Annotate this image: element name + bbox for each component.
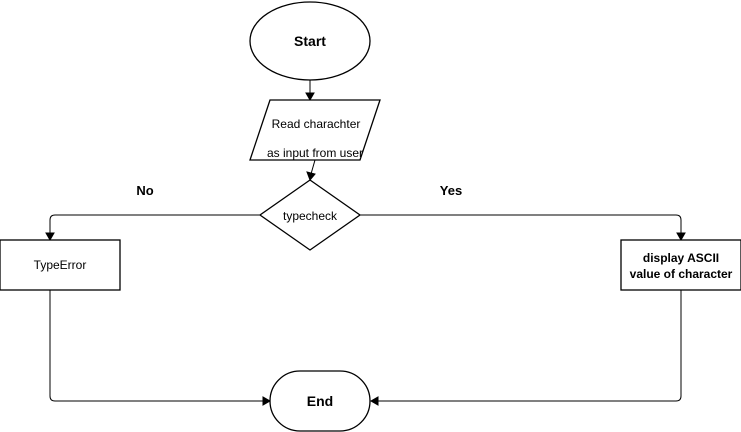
edge-decision-to-error: [45, 214, 260, 242]
display-ascii-label-line2: value of character: [630, 267, 733, 281]
edge-label-no: No: [136, 183, 153, 198]
edge-error-to-end: [49, 290, 272, 406]
read-input-label-line2: as input from user: [267, 146, 363, 160]
edge-decision-to-display: [360, 214, 686, 242]
edge-start-to-read: [305, 80, 315, 102]
end-node: End: [269, 370, 371, 432]
type-error-label: TypeError: [34, 258, 87, 272]
read-input-label-line1: Read charachter: [272, 117, 361, 131]
end-node-label: End: [307, 393, 333, 409]
edge-read-to-decision: [306, 159, 316, 181]
edge-label-yes: Yes: [440, 183, 462, 198]
typecheck-decision-node: typecheck: [258, 179, 362, 251]
typecheck-decision-label: typecheck: [283, 209, 338, 223]
start-node: Start: [249, 1, 371, 81]
display-ascii-node: display ASCII value of character: [620, 239, 741, 291]
start-node-label: Start: [294, 33, 326, 49]
display-ascii-label-line1: display ASCII: [643, 251, 719, 265]
edge-display-to-end: [369, 290, 682, 406]
read-input-node: Read charachter as input from user: [249, 99, 381, 161]
type-error-node: TypeError: [0, 239, 121, 291]
